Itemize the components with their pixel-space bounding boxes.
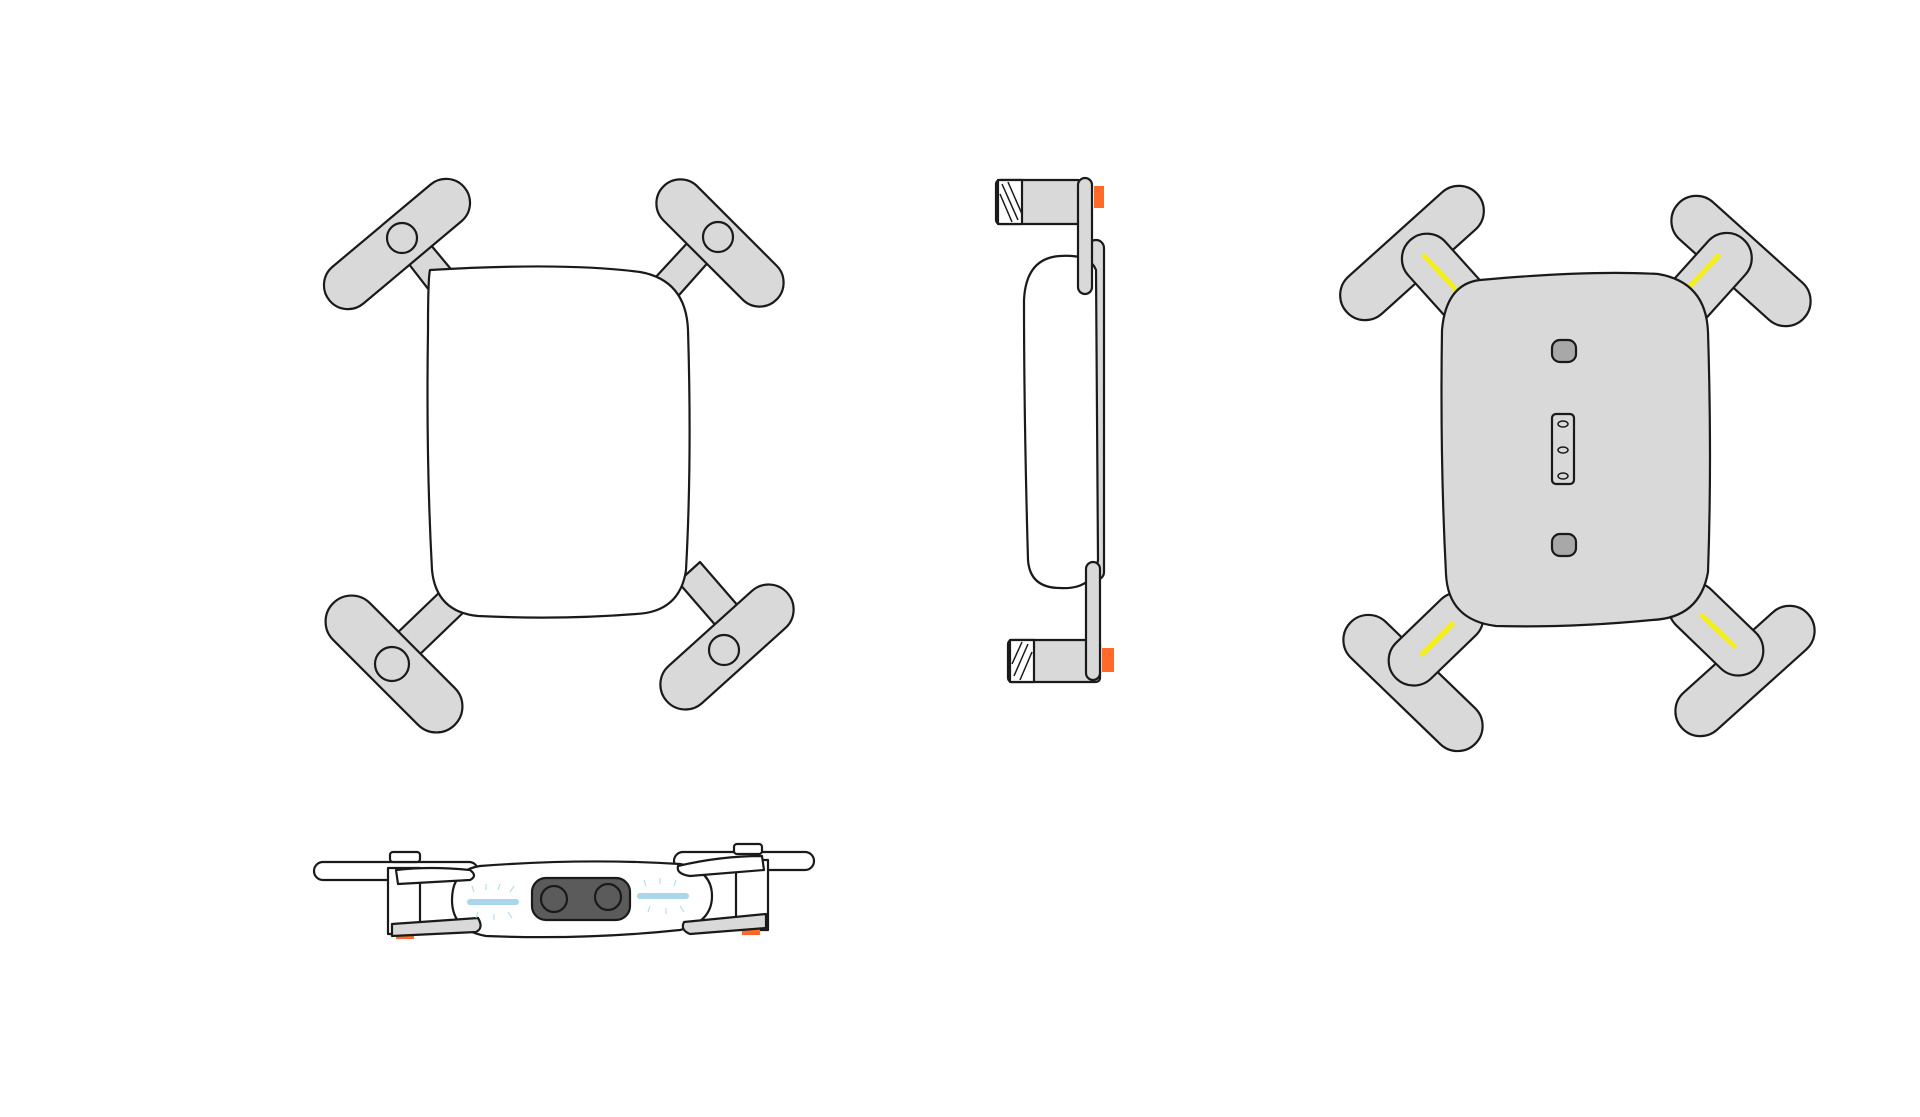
bottom-sensor-bottom-icon bbox=[1550, 532, 1578, 558]
drone-front-view bbox=[312, 842, 816, 939]
foot-accent-front-right bbox=[742, 926, 760, 935]
led-light-icon bbox=[1699, 613, 1737, 649]
bottom-sensor-top-icon bbox=[1550, 338, 1578, 364]
foot-accent-top bbox=[1094, 186, 1104, 208]
motor-hub-icon bbox=[385, 221, 419, 255]
foot-accent-bottom bbox=[1102, 648, 1114, 672]
led-light-icon bbox=[1419, 621, 1455, 657]
front-light-glow-icon bbox=[471, 878, 685, 920]
drone-body-bottom bbox=[1440, 271, 1712, 628]
drone-body-side bbox=[1022, 254, 1100, 590]
camera-lens-right-icon bbox=[593, 882, 623, 912]
drone-top-view bbox=[322, 177, 795, 734]
front-arm-left bbox=[390, 916, 482, 938]
front-arm-upper-left bbox=[394, 866, 476, 886]
front-arm-right bbox=[681, 912, 768, 936]
motor-hub-icon bbox=[707, 633, 741, 667]
camera-lens-left-icon bbox=[539, 884, 569, 914]
led-light-icon bbox=[1421, 253, 1461, 295]
side-arm-top bbox=[1076, 176, 1094, 296]
side-arm-bottom bbox=[1084, 560, 1102, 682]
led-light-icon bbox=[1683, 253, 1721, 293]
motor-hub-icon bbox=[701, 220, 735, 254]
motor-hub-icon bbox=[373, 645, 411, 683]
drone-body-top bbox=[426, 265, 691, 619]
drone-side-view bbox=[994, 176, 1114, 684]
drone-bottom-view bbox=[1339, 184, 1816, 753]
front-arm-upper-right bbox=[676, 854, 766, 878]
